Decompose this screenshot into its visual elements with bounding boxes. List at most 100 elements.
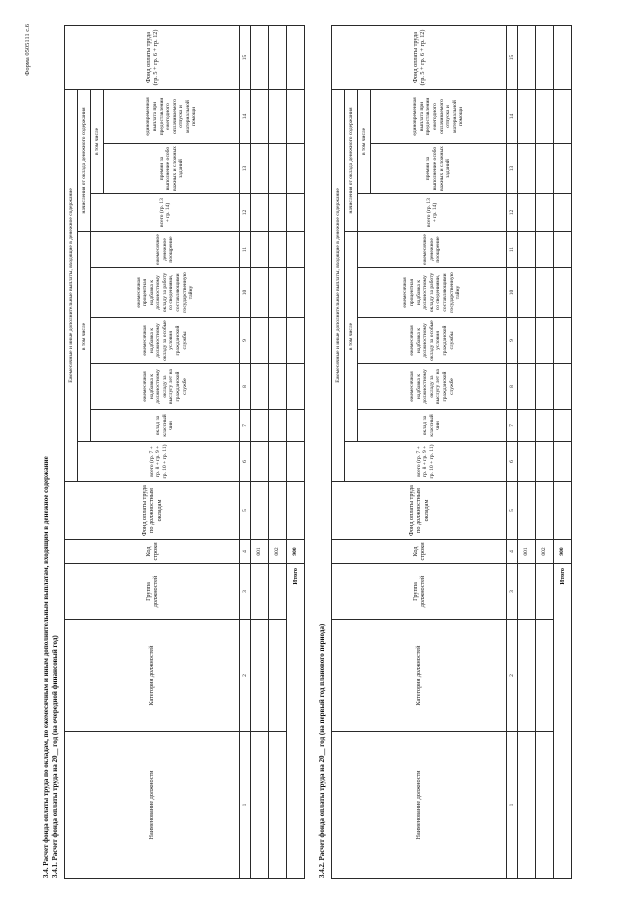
table-cell-empty	[268, 267, 287, 318]
table-cell-empty	[535, 363, 554, 410]
col-header-salary-fund: Фонд оплаты труда по должностным окладам	[64, 481, 240, 540]
table-cell-empty	[535, 143, 554, 194]
table-cell-empty	[553, 143, 572, 194]
col-header-seniority-allowance: ежемесячная надбавка к должностному окла…	[357, 363, 507, 410]
table-cell-empty	[268, 481, 287, 540]
col-header-salary-based-total: всего (гр. 13 + гр. 14)	[90, 193, 240, 232]
col-header-position-category: Категория должностей	[331, 619, 507, 732]
column-number: 11	[239, 231, 251, 268]
table-cell-empty	[517, 441, 536, 482]
table-cell-empty	[268, 231, 287, 268]
table-cell-empty	[517, 193, 536, 232]
table-cell-empty	[517, 25, 536, 90]
col-header-position-category: Категория должностей	[64, 619, 240, 732]
table-cell-empty	[517, 89, 536, 144]
row-code: 001	[517, 539, 536, 564]
total-label: Итого	[286, 563, 305, 879]
column-number: 3	[239, 563, 251, 620]
table-cell-empty	[268, 317, 287, 364]
table-row-total: Итого 900	[553, 25, 572, 879]
table-cell-empty	[268, 193, 287, 232]
table-cell-empty	[268, 89, 287, 144]
column-number: 5	[506, 481, 518, 540]
table-cell-empty	[535, 231, 554, 268]
table-cell-empty	[268, 619, 287, 732]
table-cell-empty	[535, 441, 554, 482]
table-row-total: Итого 900	[286, 25, 305, 879]
col-header-position-name: Наименование должности	[64, 731, 240, 879]
column-number: 12	[239, 193, 251, 232]
table-cell-empty	[553, 441, 572, 482]
total-code: 900	[286, 539, 305, 564]
table-cell-empty	[250, 731, 269, 879]
table-cell-empty	[268, 363, 287, 410]
table-cell-empty	[535, 317, 554, 364]
column-number: 6	[239, 441, 251, 482]
col-header-bonuses: премии за выполнение особо важных и слож…	[103, 143, 240, 194]
table-cell-empty	[250, 143, 269, 194]
column-number: 8	[506, 363, 518, 410]
col-header-salary-fund: Фонд оплаты труда по должностным окладам	[331, 481, 507, 540]
column-number: 2	[239, 619, 251, 732]
table-cell-empty	[517, 619, 536, 732]
column-number: 13	[239, 143, 251, 194]
table-cell-empty	[553, 481, 572, 540]
col-header-monthly-incentive: ежемесячное денежное поощрение	[90, 231, 240, 268]
table-cell-empty	[553, 193, 572, 232]
subgroup-header-including-salary: в том числе	[90, 89, 104, 194]
table-cell-empty	[286, 363, 305, 410]
table-cell-empty	[286, 25, 305, 90]
col-header-state-secret-allowance: ежемесячная процентная надбавка к должно…	[90, 267, 240, 318]
subgroup-header-including-salary: в том числе	[357, 89, 371, 194]
form-number-note: Форма 0505111 с.6	[24, 24, 31, 76]
table-cell-empty	[268, 731, 287, 879]
table-cell-empty	[553, 409, 572, 442]
table-cell-empty	[250, 563, 269, 620]
col-header-class-rank-salary: оклад за классный чин	[357, 409, 507, 442]
table-cell-empty	[250, 193, 269, 232]
table-cell-empty	[517, 363, 536, 410]
table-cell-empty	[286, 89, 305, 144]
table-cell-empty	[553, 317, 572, 364]
col-header-position-name: Наименование должности	[331, 731, 507, 879]
column-number: 9	[506, 317, 518, 364]
column-number: 15	[506, 25, 518, 90]
table-cell-empty	[268, 25, 287, 90]
column-number: 11	[506, 231, 518, 268]
table-cell-empty	[553, 89, 572, 144]
table-cell-empty	[517, 317, 536, 364]
column-number: 4	[506, 539, 518, 564]
column-number: 12	[506, 193, 518, 232]
table-cell-empty	[286, 231, 305, 268]
col-header-total-payroll-fund: Фонд оплаты труда (гр. 5 + гр. 6 + гр. 1…	[331, 25, 507, 90]
table-cell-empty	[553, 231, 572, 268]
group-header-monthly-payments: Ежемесячные и иные дополнительные выплат…	[331, 89, 345, 482]
table-cell-empty	[535, 619, 554, 732]
table-cell-empty	[286, 441, 305, 482]
table-cell-empty	[517, 481, 536, 540]
column-number: 14	[506, 89, 518, 144]
section-title-342: 3.4.2. Расчет фонда оплаты труда на 20__…	[318, 623, 326, 878]
total-code: 900	[553, 539, 572, 564]
table-cell-empty	[268, 143, 287, 194]
column-number: 13	[506, 143, 518, 194]
col-header-seniority-allowance: ежемесячная надбавка к должностному окла…	[90, 363, 240, 410]
table-cell-empty	[250, 25, 269, 90]
table-cell-empty	[517, 563, 536, 620]
table-row: 002	[535, 25, 554, 879]
column-number: 2	[506, 619, 518, 732]
subgroup-header-including-monthly: в том числе	[344, 231, 358, 442]
row-code: 002	[268, 539, 287, 564]
table-cell-empty	[250, 363, 269, 410]
column-number: 14	[239, 89, 251, 144]
col-header-line-code: Код строки	[64, 539, 240, 564]
payroll-table-next-year: Наименование должности Категория должнос…	[64, 25, 305, 879]
table-cell-empty	[517, 409, 536, 442]
table-cell-empty	[535, 25, 554, 90]
table-cell-empty	[517, 731, 536, 879]
table-cell-empty	[517, 231, 536, 268]
table-cell-empty	[250, 481, 269, 540]
table-row: 001	[517, 25, 536, 879]
col-header-state-secret-allowance: ежемесячная процентная надбавка к должно…	[357, 267, 507, 318]
